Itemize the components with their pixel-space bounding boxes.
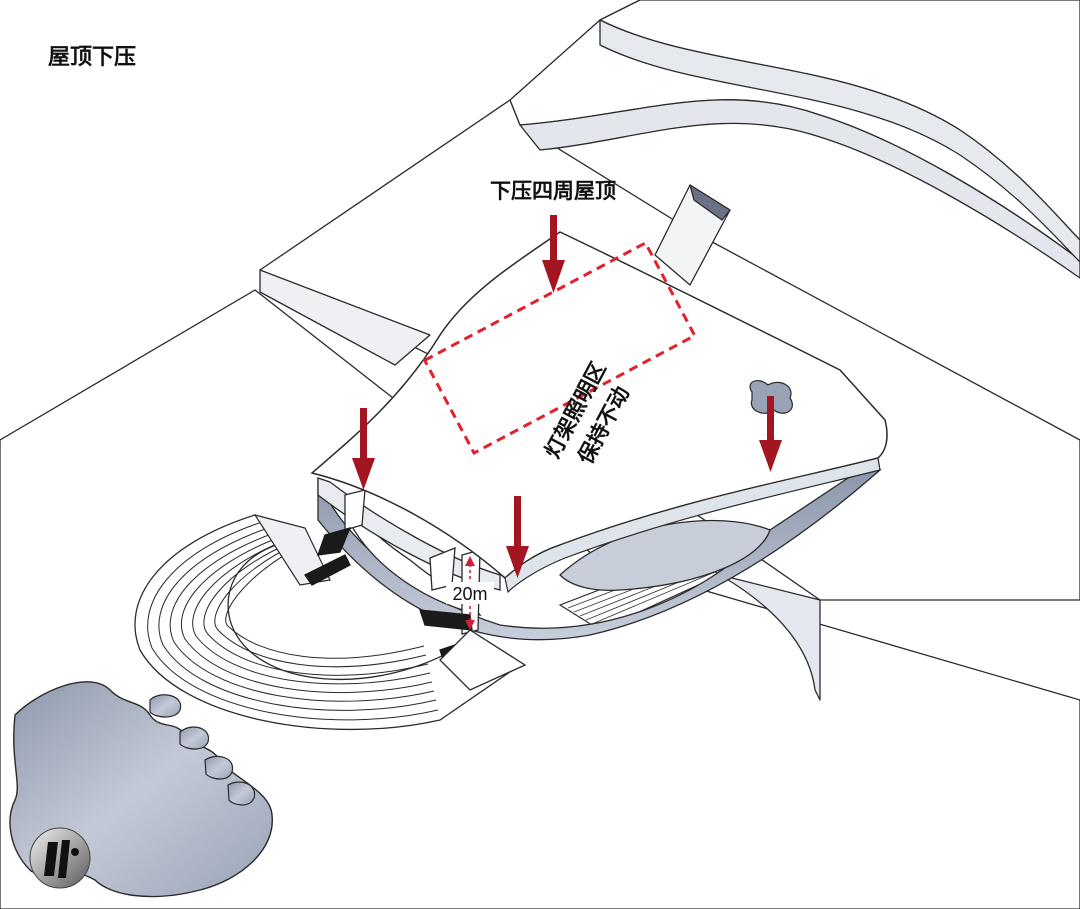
arrow-front-icon [506,496,529,578]
height-dimension: 20m [446,556,494,630]
page-title: 屋顶下压 [48,44,136,69]
amphitheatre-steps [147,521,439,721]
height-label: 20m [452,584,487,604]
arrow-top-icon [542,215,565,293]
right-curved-wall [719,574,821,701]
press-arrows [352,215,782,578]
upper-ridge-face [519,99,1080,279]
pool-finger-4 [227,781,256,806]
arrow-left-icon [352,408,375,490]
ground-plane [0,289,1080,909]
canopy-underside [304,469,882,691]
pool-finger-1 [149,694,182,718]
roof-edge-thickness [504,457,881,594]
mid-terrace-face [259,269,431,366]
press-label: 下压四周屋顶 [490,180,616,203]
pool-finger-3 [204,755,234,780]
amphitheatre [134,514,522,731]
arrow-right-icon [759,396,782,472]
side-wedge [439,629,527,691]
amphitheatre-side-face [253,514,331,586]
circular-emblem-icon [29,827,91,889]
service-shaft-top [689,184,731,221]
top-band-face [599,19,1080,263]
pool-finger-2 [179,726,210,750]
